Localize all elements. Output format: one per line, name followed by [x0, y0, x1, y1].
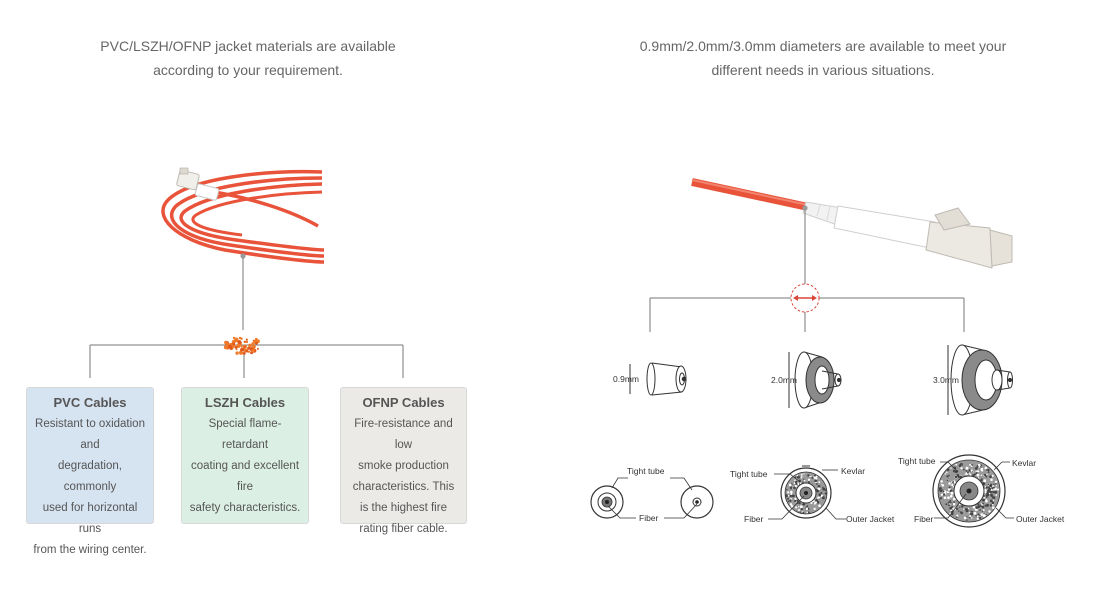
jacket-materials-caption: PVC/LSZH/OFNP jacket materials are avail… — [18, 34, 478, 82]
lszh-cables-card: LSZH Cables Special flame-retardant coat… — [181, 387, 309, 524]
card-line: safety characteristics. — [189, 502, 301, 514]
fiber-0-9mm-icon — [629, 362, 687, 396]
fiber-3-0mm-icon — [947, 344, 1013, 416]
card-line: Fire-resistance and low — [354, 418, 453, 451]
caption-line: PVC/LSZH/OFNP jacket materials are avail… — [100, 38, 396, 54]
caption-line: according to your requirement. — [153, 62, 343, 78]
ofnp-cables-card: OFNP Cables Fire-resistance and low smok… — [340, 387, 467, 535]
pvc-cables-card: PVC Cables Resistant to oxidation and de… — [26, 387, 154, 556]
caption-line: different needs in various situations. — [711, 62, 935, 78]
coiled-patch-cable — [161, 167, 325, 264]
card-line: from the wiring center. — [33, 544, 147, 556]
straight-patch-cable — [691, 178, 1013, 269]
left-connector-lines — [89, 258, 404, 378]
card-line: smoke production — [358, 460, 449, 472]
card-title: LSZH Cables — [204, 395, 286, 410]
tight-tube-label: Tight tube — [627, 466, 665, 476]
jacket-material-granules-icon — [223, 336, 260, 355]
caption-line: 0.9mm/2.0mm/3.0mm diameters are availabl… — [639, 38, 1007, 54]
diameters-caption: 0.9mm/2.0mm/3.0mm diameters are availabl… — [593, 34, 1053, 82]
cross-section-2-0mm — [768, 465, 846, 520]
card-line: coating and excellent fire — [190, 460, 300, 493]
card-line: is the highest fire — [360, 502, 447, 514]
fiber-2-0mm-icon — [788, 351, 842, 409]
card-line: Special flame-retardant — [208, 418, 282, 451]
kevlar-label: Kevlar — [841, 466, 865, 476]
kevlar-label: Kevlar — [1012, 458, 1036, 468]
diameter-0-9mm-label: 0.9mm — [613, 374, 639, 384]
cross-section-3-0mm — [932, 454, 1014, 528]
fiber-label: Fiber — [914, 514, 934, 524]
fiber-label: Fiber — [639, 513, 659, 523]
card-title: PVC Cables — [53, 395, 127, 410]
card-line: used for horizontal runs — [42, 502, 138, 535]
cross-section-0-9mm — [590, 477, 714, 519]
diameter-3-0mm-label: 3.0mm — [933, 375, 959, 385]
fiber-label: Fiber — [744, 514, 764, 524]
card-title: OFNP Cables — [362, 395, 445, 410]
card-line: degradation, commonly — [58, 460, 122, 493]
diameter-2-0mm-label: 2.0mm — [771, 375, 797, 385]
diameter-arrow-icon — [790, 283, 820, 313]
outer-jacket-label: Outer Jacket — [846, 514, 895, 524]
tight-tube-label: Tight tube — [730, 469, 768, 479]
card-line: rating fiber cable. — [359, 523, 448, 535]
card-line: Resistant to oxidation and — [35, 418, 145, 451]
card-line: characteristics. This — [352, 481, 455, 493]
tight-tube-label: Tight tube — [898, 456, 936, 466]
outer-jacket-label: Outer Jacket — [1016, 514, 1065, 524]
